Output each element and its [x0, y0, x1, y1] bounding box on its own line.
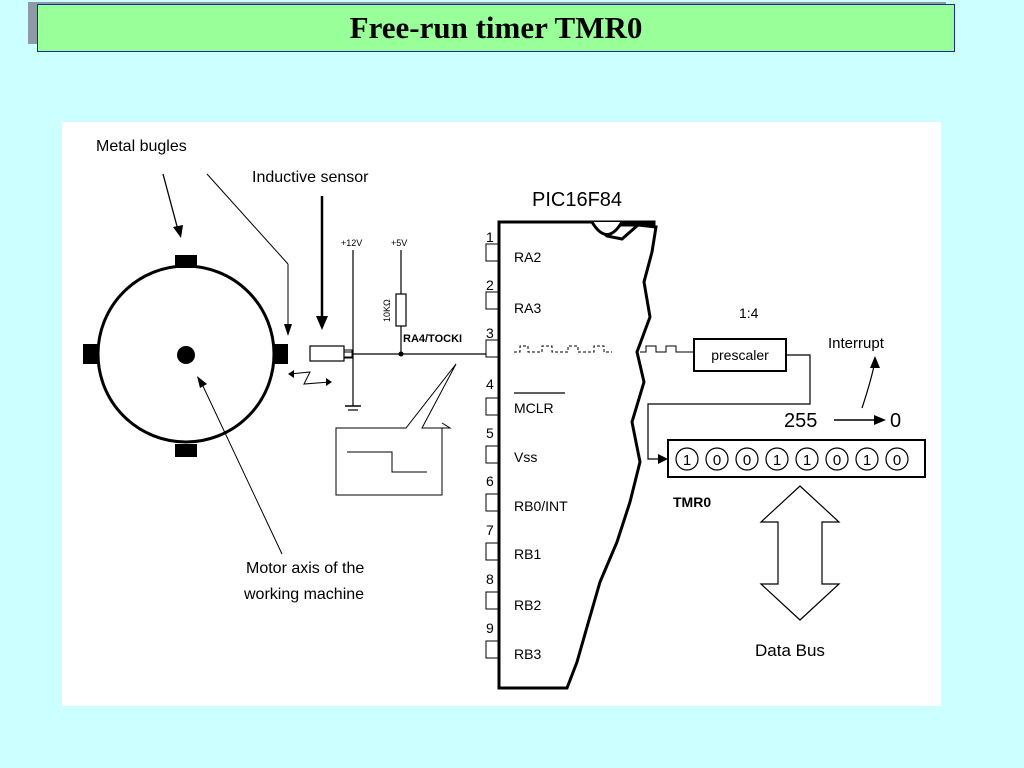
- label-motor-axis-2: working machine: [243, 586, 364, 603]
- label-ra4-tocki: RA4/TOCKI: [403, 333, 462, 345]
- pin-number: 2: [486, 277, 494, 293]
- register-bit-value: 0: [893, 452, 901, 469]
- register-bit: [735, 447, 759, 471]
- label-motor-axis-1: Motor axis of the: [246, 560, 364, 577]
- label-metal-bugles: Metal bugles: [96, 138, 187, 155]
- register-bit: [765, 447, 789, 471]
- chip-pins: 1 RA2 2 RA3 3 4 MCLR 5 Vss 6 RB0/INT 7 R…: [485, 229, 568, 662]
- leader-bugle-right: [206, 173, 289, 265]
- sensor-tip: [343, 349, 353, 358]
- register-bit-value: 0: [833, 452, 841, 469]
- interrupt-arrow: [861, 365, 875, 409]
- pullup-resistor: [395, 293, 407, 327]
- pin-number: 6: [486, 473, 494, 489]
- pin-label: RA3: [514, 300, 541, 316]
- arrow-bugle-top: [162, 173, 179, 231]
- prescaler-to-tmr0-wire: [647, 354, 811, 460]
- label-resistor: 10KΩ: [382, 299, 392, 322]
- pin-stub: [485, 291, 500, 310]
- register-bit-value: 1: [773, 452, 781, 469]
- pin-label: RB2: [514, 597, 541, 613]
- register-bit-value: 1: [803, 452, 811, 469]
- label-plus12v: +12V: [341, 238, 362, 248]
- metal-bugle-right: [274, 344, 288, 364]
- tmr0-diagram: Metal bugles Inductive sensor +12V +5V 1…: [83, 138, 926, 690]
- pin-label: MCLR: [514, 400, 554, 416]
- label-chip-name: PIC16F84: [532, 189, 622, 211]
- pin-label: Vss: [514, 449, 537, 465]
- register-bit-value: 1: [683, 452, 691, 469]
- register-bit: [855, 447, 879, 471]
- pulse-train-internal: [514, 345, 612, 353]
- tmr0-input-arrowhead: [658, 454, 668, 464]
- pin-stub: [485, 339, 500, 358]
- arrowhead-motor-axis: [197, 376, 207, 388]
- pin-number: 4: [486, 376, 494, 392]
- interrupt-arrowhead: [870, 356, 880, 368]
- data-bus-arrow: [759, 485, 841, 621]
- pin-number: 1: [486, 229, 494, 245]
- pin-number: 9: [486, 620, 494, 636]
- arrowhead-inductive-sensor: [316, 316, 328, 330]
- label-interrupt: Interrupt: [828, 335, 885, 352]
- label-overflow-from: 255: [784, 410, 817, 432]
- label-data-bus: Data Bus: [755, 641, 825, 660]
- pin-label: RB3: [514, 646, 541, 662]
- pin-stub: [485, 640, 500, 659]
- pin-label: RB0/INT: [514, 498, 568, 514]
- pin-stub: [485, 445, 500, 464]
- register-bit: [825, 447, 849, 471]
- metal-bugle-left: [83, 344, 97, 364]
- pin-number: 5: [486, 425, 494, 441]
- waveform-callout: [335, 363, 457, 496]
- register-bit: [675, 447, 699, 471]
- pin-stub: [485, 591, 500, 610]
- register-bit: [795, 447, 819, 471]
- register-bit: [705, 447, 729, 471]
- motor-axis: [177, 346, 195, 364]
- label-tmr0: TMR0: [673, 494, 711, 510]
- label-overflow-to: 0: [890, 410, 901, 432]
- label-plus5v: +5V: [391, 238, 407, 248]
- slide-title: Free-run timer TMR0: [349, 10, 643, 45]
- tmr0-bits: 1 0 0 1 1 0 1 0: [675, 447, 909, 471]
- pin-label: RA2: [514, 249, 541, 265]
- label-inductive-sensor: Inductive sensor: [252, 169, 369, 186]
- register-bit-value: 0: [743, 452, 751, 469]
- overflow-arrowhead: [874, 415, 886, 425]
- pin-stub: [485, 493, 500, 512]
- arrowhead-bugle-right: [284, 324, 292, 336]
- pin-number: 7: [486, 522, 494, 538]
- metal-bugle-top: [175, 255, 197, 268]
- arrowhead-bugle-top: [173, 225, 183, 238]
- inductive-sensor: [309, 345, 345, 362]
- pulse-train-external: [640, 345, 694, 353]
- pin-number: 8: [486, 571, 494, 587]
- leader-motor-axis: [201, 383, 283, 555]
- register-bit-value: 0: [713, 452, 721, 469]
- diagram-figure: Metal bugles Inductive sensor +12V +5V 1…: [62, 122, 941, 706]
- register-bit-value: 1: [863, 452, 871, 469]
- field-arrow-left: [288, 370, 294, 378]
- pin-label: RB1: [514, 546, 541, 562]
- prescaler-label: prescaler: [711, 347, 769, 363]
- chip-notch: [590, 221, 624, 236]
- pin-stub: [485, 542, 500, 561]
- waveform-trace: [347, 451, 427, 473]
- field-symbol: [289, 371, 331, 385]
- field-arrow-right: [326, 378, 332, 386]
- pin-number: 3: [486, 325, 494, 341]
- register-bit: [885, 447, 909, 471]
- metal-bugle-bottom: [175, 444, 197, 457]
- pin-stub: [485, 397, 500, 416]
- label-ratio: 1:4: [739, 305, 759, 321]
- title-bar: Free-run timer TMR0: [37, 4, 955, 52]
- pin-stub: [485, 243, 500, 262]
